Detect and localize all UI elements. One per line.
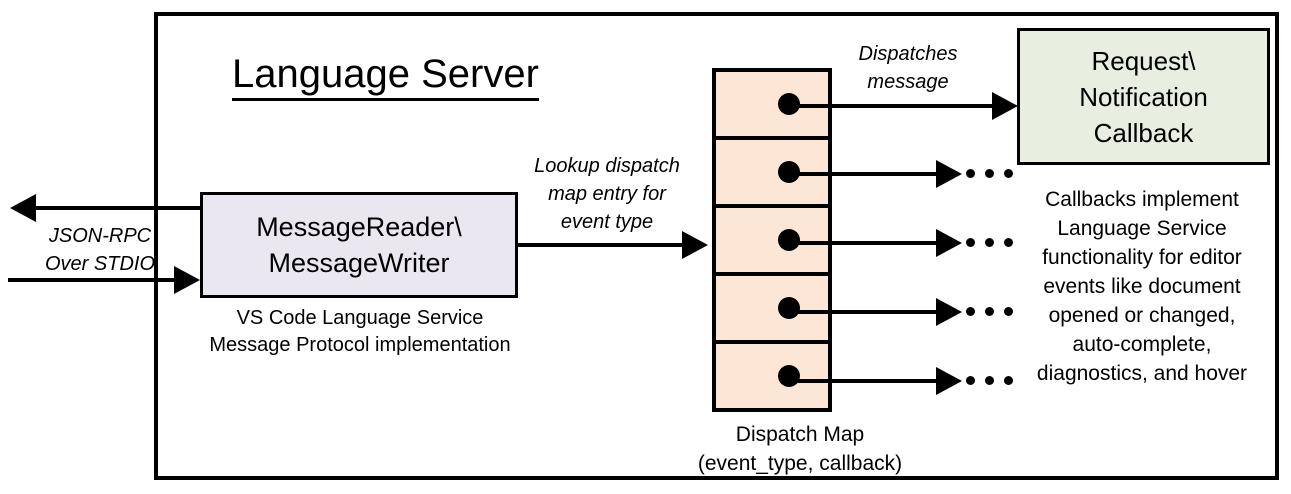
dispatch-edge-arrowhead xyxy=(936,298,962,326)
dispatch-edge-line xyxy=(782,104,994,108)
message-reader-writer-caption: VS Code Language Service Message Protoco… xyxy=(209,307,511,356)
dispatch-edge-arrowhead xyxy=(936,160,962,188)
dispatch-edge-arrowhead xyxy=(936,229,962,257)
dispatch-edge-arrowhead xyxy=(992,92,1018,120)
page-title-text: Language Server xyxy=(232,52,539,101)
edge-label-jsonrpc: JSON-RPC Over STDIO xyxy=(44,225,155,275)
dispatch-edge-line xyxy=(782,310,938,314)
continuation-ellipsis-icon xyxy=(966,169,1013,178)
request-notification-callback-caption: Callbacks implement Language Service fun… xyxy=(1036,188,1248,385)
callback-pointer-dot xyxy=(778,365,800,387)
dispatch-map-caption: Dispatch Map (event_type, callback) xyxy=(697,423,903,475)
dispatch-map-table[interactable] xyxy=(712,68,832,412)
continuation-ellipsis-icon xyxy=(966,307,1013,316)
dispatch-edge-arrowhead xyxy=(936,367,962,395)
edge-label-lookup: Lookup dispatch map entry for event type xyxy=(534,155,680,233)
callback-pointer-dot xyxy=(778,229,800,251)
message-reader-writer-box[interactable]: MessageReader\ MessageWriter xyxy=(200,192,518,298)
language-server-frame xyxy=(154,12,1279,480)
continuation-ellipsis-icon xyxy=(966,238,1013,247)
dispatch-edge-line xyxy=(782,241,938,245)
continuation-ellipsis-icon xyxy=(966,376,1013,385)
inbound-jsonrpc-line xyxy=(8,278,176,282)
dispatch-map-row[interactable] xyxy=(716,344,828,408)
request-notification-callback-label: Request\ Notification Callback xyxy=(1079,45,1208,148)
lookup-edge-line xyxy=(518,243,684,247)
dispatch-edge-line xyxy=(782,172,938,176)
page-title: Language Server xyxy=(232,50,592,101)
message-reader-writer-label: MessageReader\ MessageWriter xyxy=(256,212,462,278)
lookup-edge-arrowhead xyxy=(682,231,708,259)
dispatch-edge-line xyxy=(782,379,938,383)
outbound-jsonrpc-arrowhead xyxy=(10,194,36,222)
dispatch-map-row[interactable] xyxy=(716,208,828,276)
callback-pointer-dot xyxy=(778,297,800,319)
edge-label-dispatches: Dispatches message xyxy=(858,43,958,93)
outbound-jsonrpc-line xyxy=(36,206,204,210)
inbound-jsonrpc-arrowhead xyxy=(174,266,200,294)
request-notification-callback-box[interactable]: Request\ Notification Callback xyxy=(1017,28,1270,165)
